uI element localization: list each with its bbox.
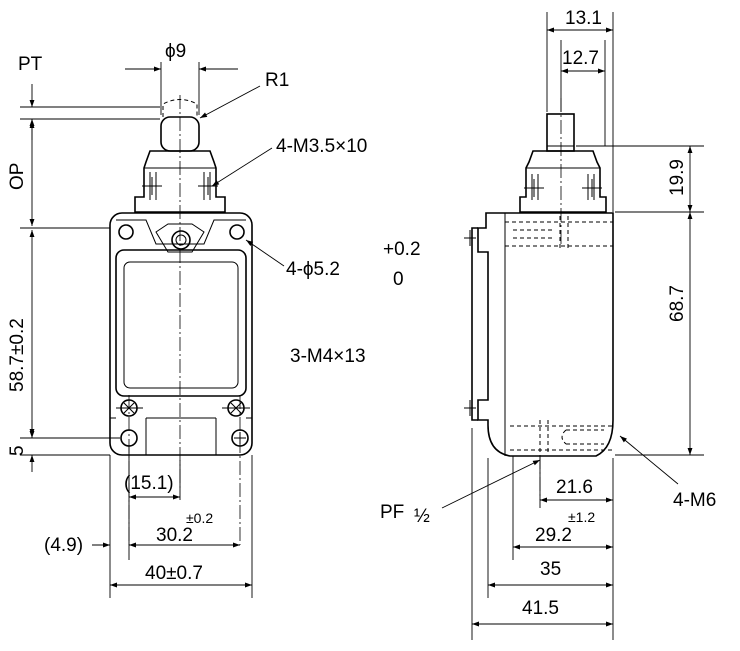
side-body-outline: [477, 212, 614, 457]
dim-41-5-label: 41.5: [522, 598, 559, 619]
dim-19-9-label: 19.9: [667, 159, 688, 196]
front-center-boss: [155, 223, 205, 253]
m6-leader: [619, 435, 679, 485]
front-mount-hole-tl: [118, 224, 134, 240]
side-tab-bottom: [464, 400, 476, 416]
front-center-screw-inner: [175, 234, 187, 246]
front-window-outer: [115, 249, 247, 397]
side-head-slot: [531, 174, 595, 200]
r1-label: R1: [265, 70, 289, 91]
phi52-label: 4-ϕ5.2: [286, 259, 340, 280]
front-screw-br: [222, 399, 250, 417]
dim-30-2-tol: ±0.2: [186, 510, 213, 526]
dim-21-6-label: 21.6: [556, 477, 593, 498]
front-head-screw-left: [142, 177, 162, 195]
r1-leader: [199, 85, 261, 119]
dim-68-7-label: 68.7: [667, 285, 688, 322]
tol-zero-label: 0: [393, 269, 404, 290]
side-body-front-face: [471, 227, 478, 421]
pf-leader: [441, 459, 541, 509]
dim-29-2-label: 29.2: [535, 525, 572, 546]
side-top-ext: [546, 12, 614, 212]
dim-15-1-label: (15.1): [124, 473, 174, 494]
m35-leader: [211, 147, 273, 187]
dim-13-1-label: 13.1: [565, 8, 602, 29]
pf-label: PF: [380, 502, 404, 523]
tol-plus-label: +0.2: [383, 239, 421, 260]
front-ext-top: [20, 106, 160, 456]
side-tab-top: [464, 230, 476, 246]
front-bottom-ext: [109, 445, 253, 598]
front-body: [109, 212, 253, 456]
side-head-screw-right: [582, 179, 602, 197]
dim-5-label: 5: [7, 445, 28, 456]
dim-30-2-label: 30.2: [156, 525, 193, 546]
phi9-label: ϕ9: [165, 41, 186, 62]
dim-40-label: 40±0.7: [145, 563, 203, 584]
side-bottom-ext: [471, 428, 614, 640]
dim-29-2-tol: ±1.2: [568, 509, 595, 525]
dim-58-7-label: 58.7±0.2: [7, 318, 28, 392]
dim-4-9-label: (4.9): [44, 535, 83, 556]
front-bottom-partition: [145, 417, 217, 455]
front-window-inner: [123, 261, 239, 389]
pf-frac-label: ½: [414, 506, 430, 527]
front-center-screw: [171, 230, 191, 250]
front-mount-hole-tr: [229, 224, 245, 240]
m6-label: 4-M6: [673, 490, 716, 511]
pt-label: PT: [18, 54, 43, 75]
dim-35-label: 35: [540, 559, 561, 580]
front-head-screw-right: [198, 177, 218, 195]
op-label: OP: [7, 163, 28, 190]
m35-label: 4-M3.5×10: [276, 136, 367, 157]
side-head-screw-left: [524, 179, 544, 197]
side-view: 13.1 12.7 19.9 68.7 4-M6 PF ½ 21.6 29.2 …: [380, 8, 716, 640]
front-view: PT OP 58.7±0.2 5 ϕ9 R1 4-M3.5×10 4-ϕ5.2 …: [7, 41, 421, 598]
side-top-thread-hidden: [505, 216, 613, 250]
front-plunger-head: [134, 150, 226, 213]
dim-12-7-label: 12.7: [562, 48, 599, 69]
side-bottom-thread-hidden: [510, 420, 613, 455]
m4x13-label: 3-M4×13: [290, 346, 366, 367]
side-plunger: [546, 113, 575, 152]
side-head: [519, 150, 607, 213]
front-screw-bl: [116, 399, 143, 417]
phi52-leader: [245, 239, 285, 267]
